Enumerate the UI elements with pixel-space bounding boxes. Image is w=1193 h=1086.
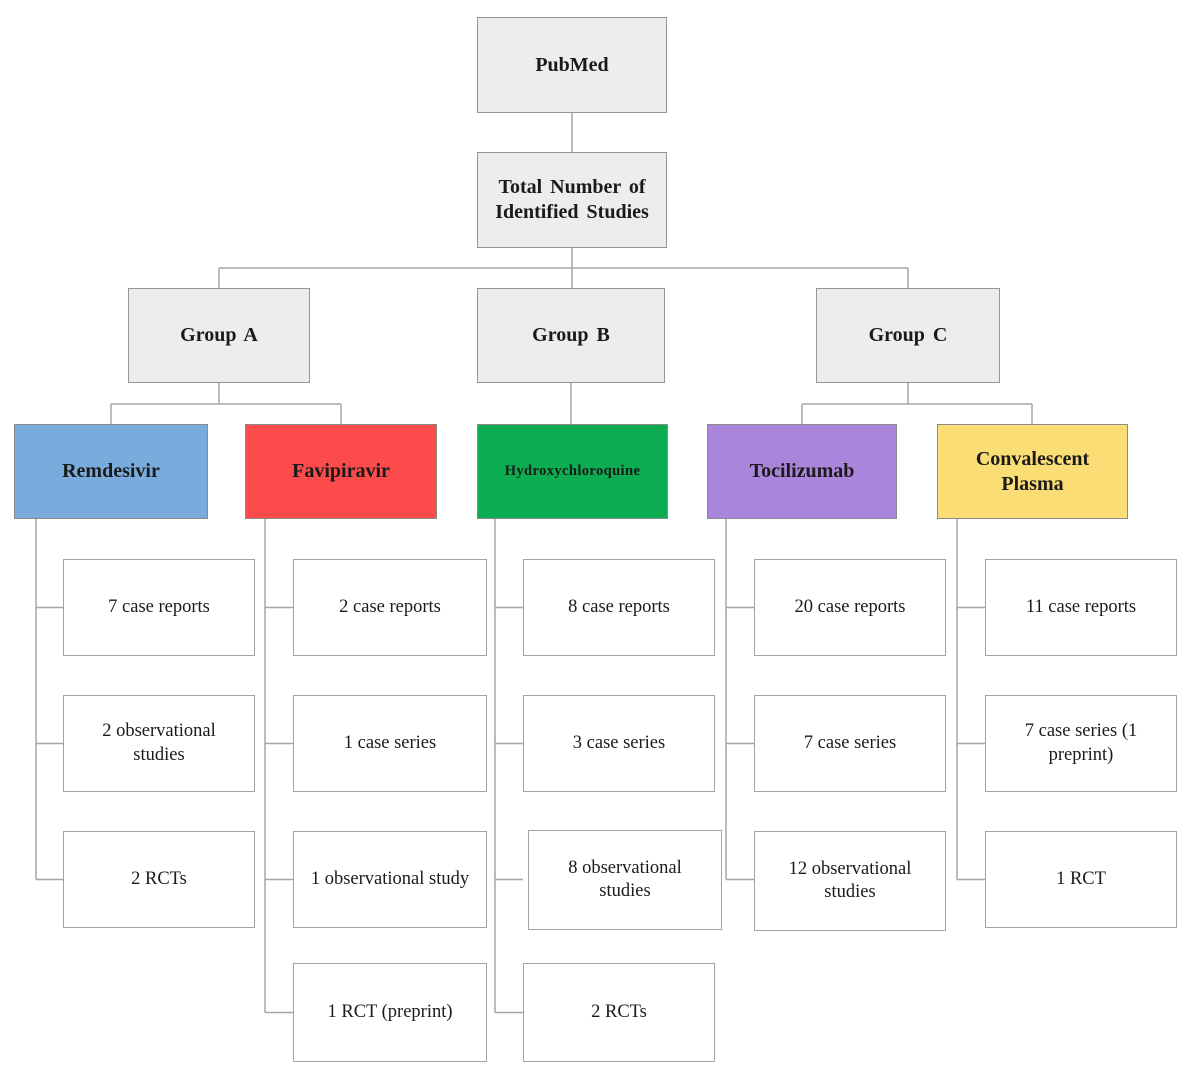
- group-c-box: Group C: [816, 288, 1000, 383]
- leaf-label: 12 observational studies: [788, 858, 912, 902]
- leaf-hydroxychloroquine-case-series: 3 case series: [523, 695, 715, 792]
- leaf-label: 1 RCT (preprint): [327, 1001, 453, 1022]
- leaf-remdesivir-case-reports: 7 case reports: [63, 559, 255, 656]
- drug-box-convalescent-plasma: Convalescent Plasma: [937, 424, 1128, 519]
- leaf-favipiravir-observational: 1 observational study: [293, 831, 487, 928]
- leaf-label: 8 observational studies: [568, 857, 682, 901]
- leaf-convalescent-rct: 1 RCT: [985, 831, 1177, 928]
- drug-box-hydroxychloroquine: Hydroxychloroquine: [477, 424, 668, 519]
- drug-label-convalescent-plasma: Convalescent Plasma: [975, 447, 1090, 495]
- group-c-label: Group C: [868, 324, 948, 346]
- leaf-label: 3 case series: [572, 732, 666, 753]
- leaf-label: 2 RCTs: [131, 868, 187, 889]
- leaf-label: 20 case reports: [794, 596, 906, 617]
- leaf-hydroxychloroquine-case-reports: 8 case reports: [523, 559, 715, 656]
- leaf-tocilizumab-case-series: 7 case series: [754, 695, 946, 792]
- leaf-label: 2 RCTs: [591, 1001, 647, 1022]
- pubmed-label: PubMed: [535, 53, 609, 76]
- leaf-label: 7 case series: [803, 732, 897, 753]
- leaf-remdesivir-rcts: 2 RCTs: [63, 831, 255, 928]
- group-b-label: Group B: [532, 324, 610, 346]
- group-a-box: Group A: [128, 288, 310, 383]
- drug-box-tocilizumab: Tocilizumab: [707, 424, 897, 519]
- leaf-label: 2 observational studies: [102, 721, 216, 765]
- leaf-tocilizumab-case-reports: 20 case reports: [754, 559, 946, 656]
- drug-box-remdesivir: Remdesivir: [14, 424, 208, 519]
- leaf-label: 1 case series: [343, 732, 437, 753]
- leaf-label: 8 case reports: [568, 596, 670, 617]
- drug-label-remdesivir: Remdesivir: [62, 460, 160, 482]
- drug-label-hydroxychloroquine: Hydroxychloroquine: [504, 463, 641, 480]
- pubmed-box: PubMed: [477, 17, 667, 113]
- leaf-label: 7 case reports: [108, 596, 210, 617]
- leaf-label: 11 case reports: [1025, 596, 1137, 617]
- leaf-convalescent-case-reports: 11 case reports: [985, 559, 1177, 656]
- leaf-label: 1 observational study: [310, 868, 470, 889]
- drug-label-favipiravir: Favipiravir: [292, 460, 390, 482]
- leaf-label: 1 RCT: [1056, 868, 1106, 889]
- drug-label-tocilizumab: Tocilizumab: [749, 460, 855, 482]
- drug-box-favipiravir: Favipiravir: [245, 424, 437, 519]
- leaf-favipiravir-case-series: 1 case series: [293, 695, 487, 792]
- total-studies-label: Total Number of Identified Studies: [495, 176, 649, 223]
- leaf-tocilizumab-observational: 12 observational studies: [754, 831, 946, 931]
- leaf-label: 2 case reports: [339, 596, 441, 617]
- leaf-favipiravir-rct-preprint: 1 RCT (preprint): [293, 963, 487, 1062]
- leaf-remdesivir-observational: 2 observational studies: [63, 695, 255, 792]
- leaf-label: 7 case series (1 preprint): [1024, 721, 1138, 765]
- leaf-hydroxychloroquine-rcts: 2 RCTs: [523, 963, 715, 1062]
- group-b-box: Group B: [477, 288, 665, 383]
- leaf-convalescent-case-series-preprint: 7 case series (1 preprint): [985, 695, 1177, 792]
- total-studies-box: Total Number of Identified Studies: [477, 152, 667, 248]
- leaf-hydroxychloroquine-observational: 8 observational studies: [528, 830, 722, 930]
- group-a-label: Group A: [180, 324, 258, 346]
- leaf-favipiravir-case-reports: 2 case reports: [293, 559, 487, 656]
